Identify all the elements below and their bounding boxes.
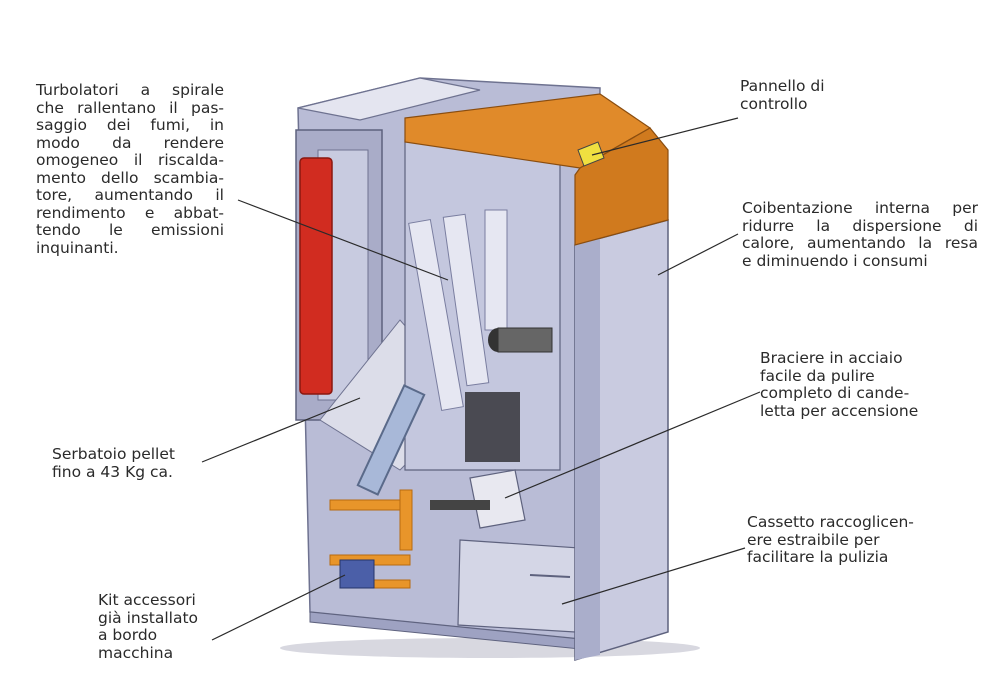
label-line: facile da pulire — [760, 366, 875, 385]
label-line: Kit accessori — [98, 591, 196, 609]
label-line: mento dello scambia- — [36, 168, 224, 187]
flue-pipe — [497, 327, 553, 353]
label-line: saggio dei fumi, in — [36, 116, 224, 134]
label-line: rendimento e abbat- — [36, 203, 224, 222]
label-line: Cassetto raccoglicen- — [747, 513, 914, 531]
control-panel-display — [577, 141, 605, 167]
label-line: inquinanti. — [36, 238, 119, 257]
leader-turbolatori — [237, 199, 449, 281]
label-turbolatori: Turbolatori a spirale che rallentano il … — [36, 81, 224, 257]
ash-drawer-handle — [529, 574, 571, 578]
label-line: che rallentano il pas- — [36, 98, 224, 117]
label-line: omogeneo il riscalda- — [36, 151, 224, 169]
label-line: Serbatoio pellet — [52, 445, 175, 463]
label-kit: Kit accessori già installato a bordo mac… — [98, 591, 199, 662]
label-cassetto: Cassetto raccoglicen- ere estraibile per… — [747, 513, 914, 567]
label-line: modo da rendere — [36, 133, 224, 152]
heat-exchanger-door — [299, 157, 333, 395]
leader-cassetto — [561, 547, 746, 605]
circulator-pump — [339, 559, 375, 589]
label-coibentazione: Coibentazione interna per ridurre la dis… — [742, 199, 978, 270]
label-line: Turbolatori a spirale — [36, 81, 224, 99]
label-line: facilitare la pulizia — [747, 548, 889, 566]
leader-pannello — [591, 117, 739, 156]
label-line: Braciere in acciaio — [760, 349, 903, 367]
turbulator-spirals — [408, 209, 508, 412]
label-line: completo di cande- — [760, 384, 910, 402]
label-braciere: Braciere in acciaio facile da pulire com… — [760, 349, 919, 420]
casing-right-inner — [575, 238, 600, 660]
label-line: ridurre la dispersione di — [742, 216, 978, 235]
leader-braciere — [504, 391, 761, 499]
leader-serbatoio — [201, 397, 361, 463]
pellet-auger — [356, 384, 426, 496]
label-line: ere estraibile per — [747, 530, 880, 549]
burner-pot — [469, 469, 526, 529]
label-line: fino a 43 Kg ca. — [52, 462, 173, 481]
label-line: tendo le emissioni — [36, 221, 224, 239]
label-line: tore, aumentando il — [36, 186, 224, 204]
label-line: e diminuendo i consumi — [742, 251, 928, 270]
label-line: Coibentazione interna per — [742, 199, 978, 217]
label-line: già installato — [98, 608, 199, 627]
label-line: calore, aumentando la resa — [742, 234, 978, 252]
label-line: controllo — [740, 94, 808, 113]
label-pannello: Pannello di controllo — [740, 77, 825, 113]
leader-kit — [211, 574, 346, 641]
label-line: letta per accensione — [760, 401, 919, 420]
label-line: macchina — [98, 643, 174, 662]
label-line: a bordo — [98, 626, 158, 644]
leader-coibentazione — [657, 233, 739, 276]
label-line: Pannello di — [740, 77, 825, 95]
label-serbatoio: Serbatoio pellet fino a 43 Kg ca. — [52, 445, 175, 481]
casing-top-cover — [297, 77, 481, 121]
combustion-chamber — [465, 392, 520, 462]
igniter — [430, 500, 490, 510]
top-panel-side — [574, 127, 669, 246]
